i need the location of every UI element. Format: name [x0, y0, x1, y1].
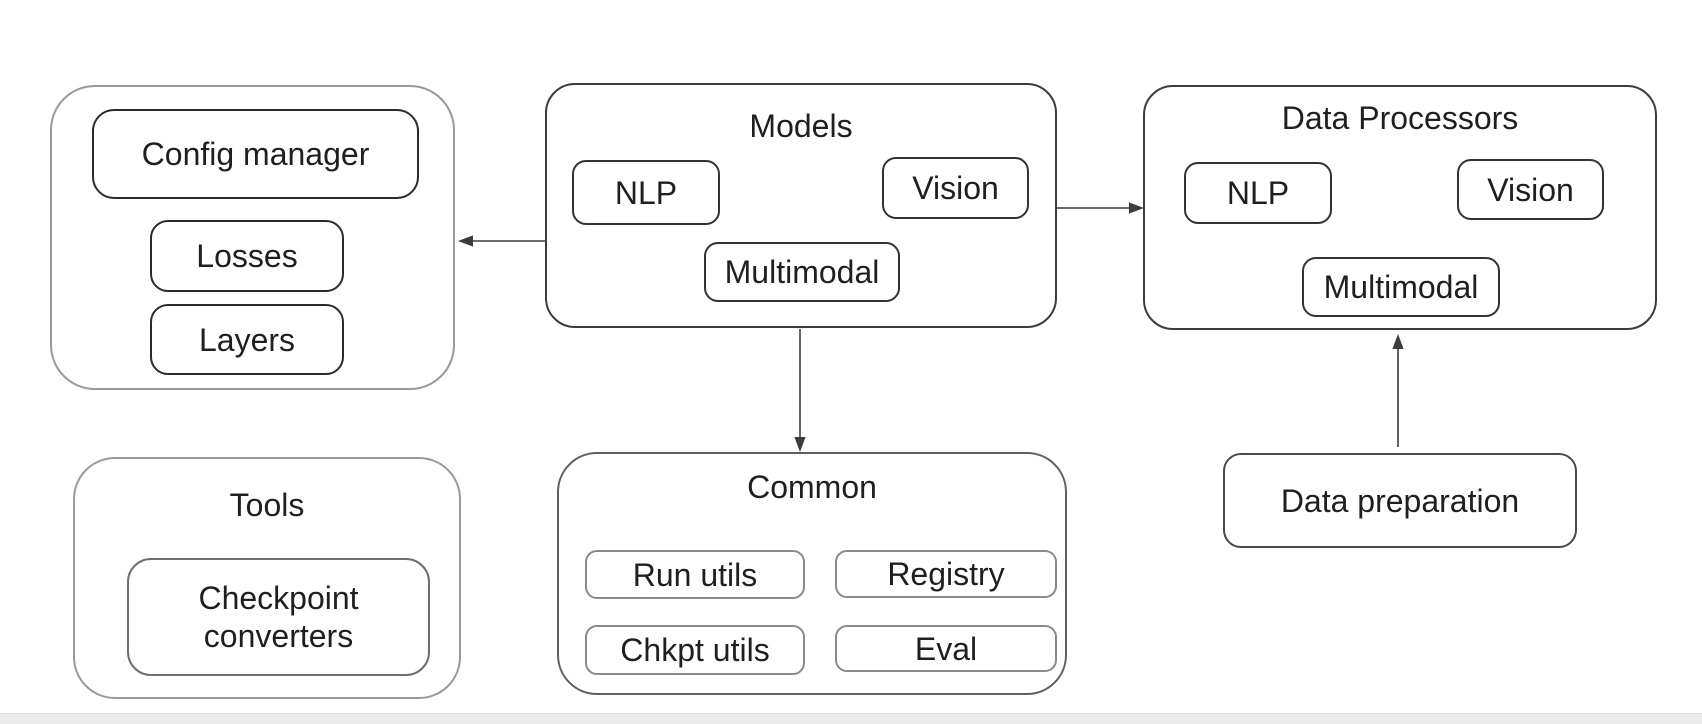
common-group: Common Run utils Registry Chkpt utils Ev…: [557, 452, 1067, 695]
page-bottom-strip: [0, 713, 1702, 724]
chkpt-utils-node: Chkpt utils: [585, 625, 805, 675]
eval-node: Eval: [835, 625, 1057, 672]
data-preparation-node: Data preparation: [1223, 453, 1577, 548]
models-multimodal-node: Multimodal: [704, 242, 900, 302]
data-processors-nlp-node: NLP: [1184, 162, 1332, 224]
registry-node: Registry: [835, 550, 1057, 598]
arrow-models-to-config-cluster: [458, 235, 545, 247]
layers-node: Layers: [150, 304, 344, 375]
models-group-title: Models: [749, 108, 853, 144]
models-vision-node: Vision: [882, 157, 1029, 219]
models-group: Models NLP Vision Multimodal: [545, 83, 1057, 328]
tools-group: Tools Checkpoint converters: [73, 457, 461, 699]
data-processors-multimodal-node: Multimodal: [1302, 257, 1500, 317]
config-manager-node: Config manager: [92, 109, 419, 199]
run-utils-node: Run utils: [585, 550, 805, 599]
data-processors-vision-node: Vision: [1457, 159, 1604, 220]
tools-group-title: Tools: [229, 487, 305, 523]
arrow-data-preparation-to-data-processors: [1392, 334, 1404, 447]
data-processors-group: Data Processors NLP Vision Multimodal: [1143, 85, 1657, 330]
arrow-models-to-common: [794, 329, 806, 452]
losses-node: Losses: [150, 220, 344, 292]
arrow-models-to-data-processors: [1057, 202, 1144, 214]
models-nlp-node: NLP: [572, 160, 720, 225]
config-cluster-group: Config manager Losses Layers: [50, 85, 455, 390]
common-group-title: Common: [747, 469, 877, 505]
data-processors-group-title: Data Processors: [1281, 100, 1519, 136]
checkpoint-converters-node: Checkpoint converters: [127, 558, 430, 676]
